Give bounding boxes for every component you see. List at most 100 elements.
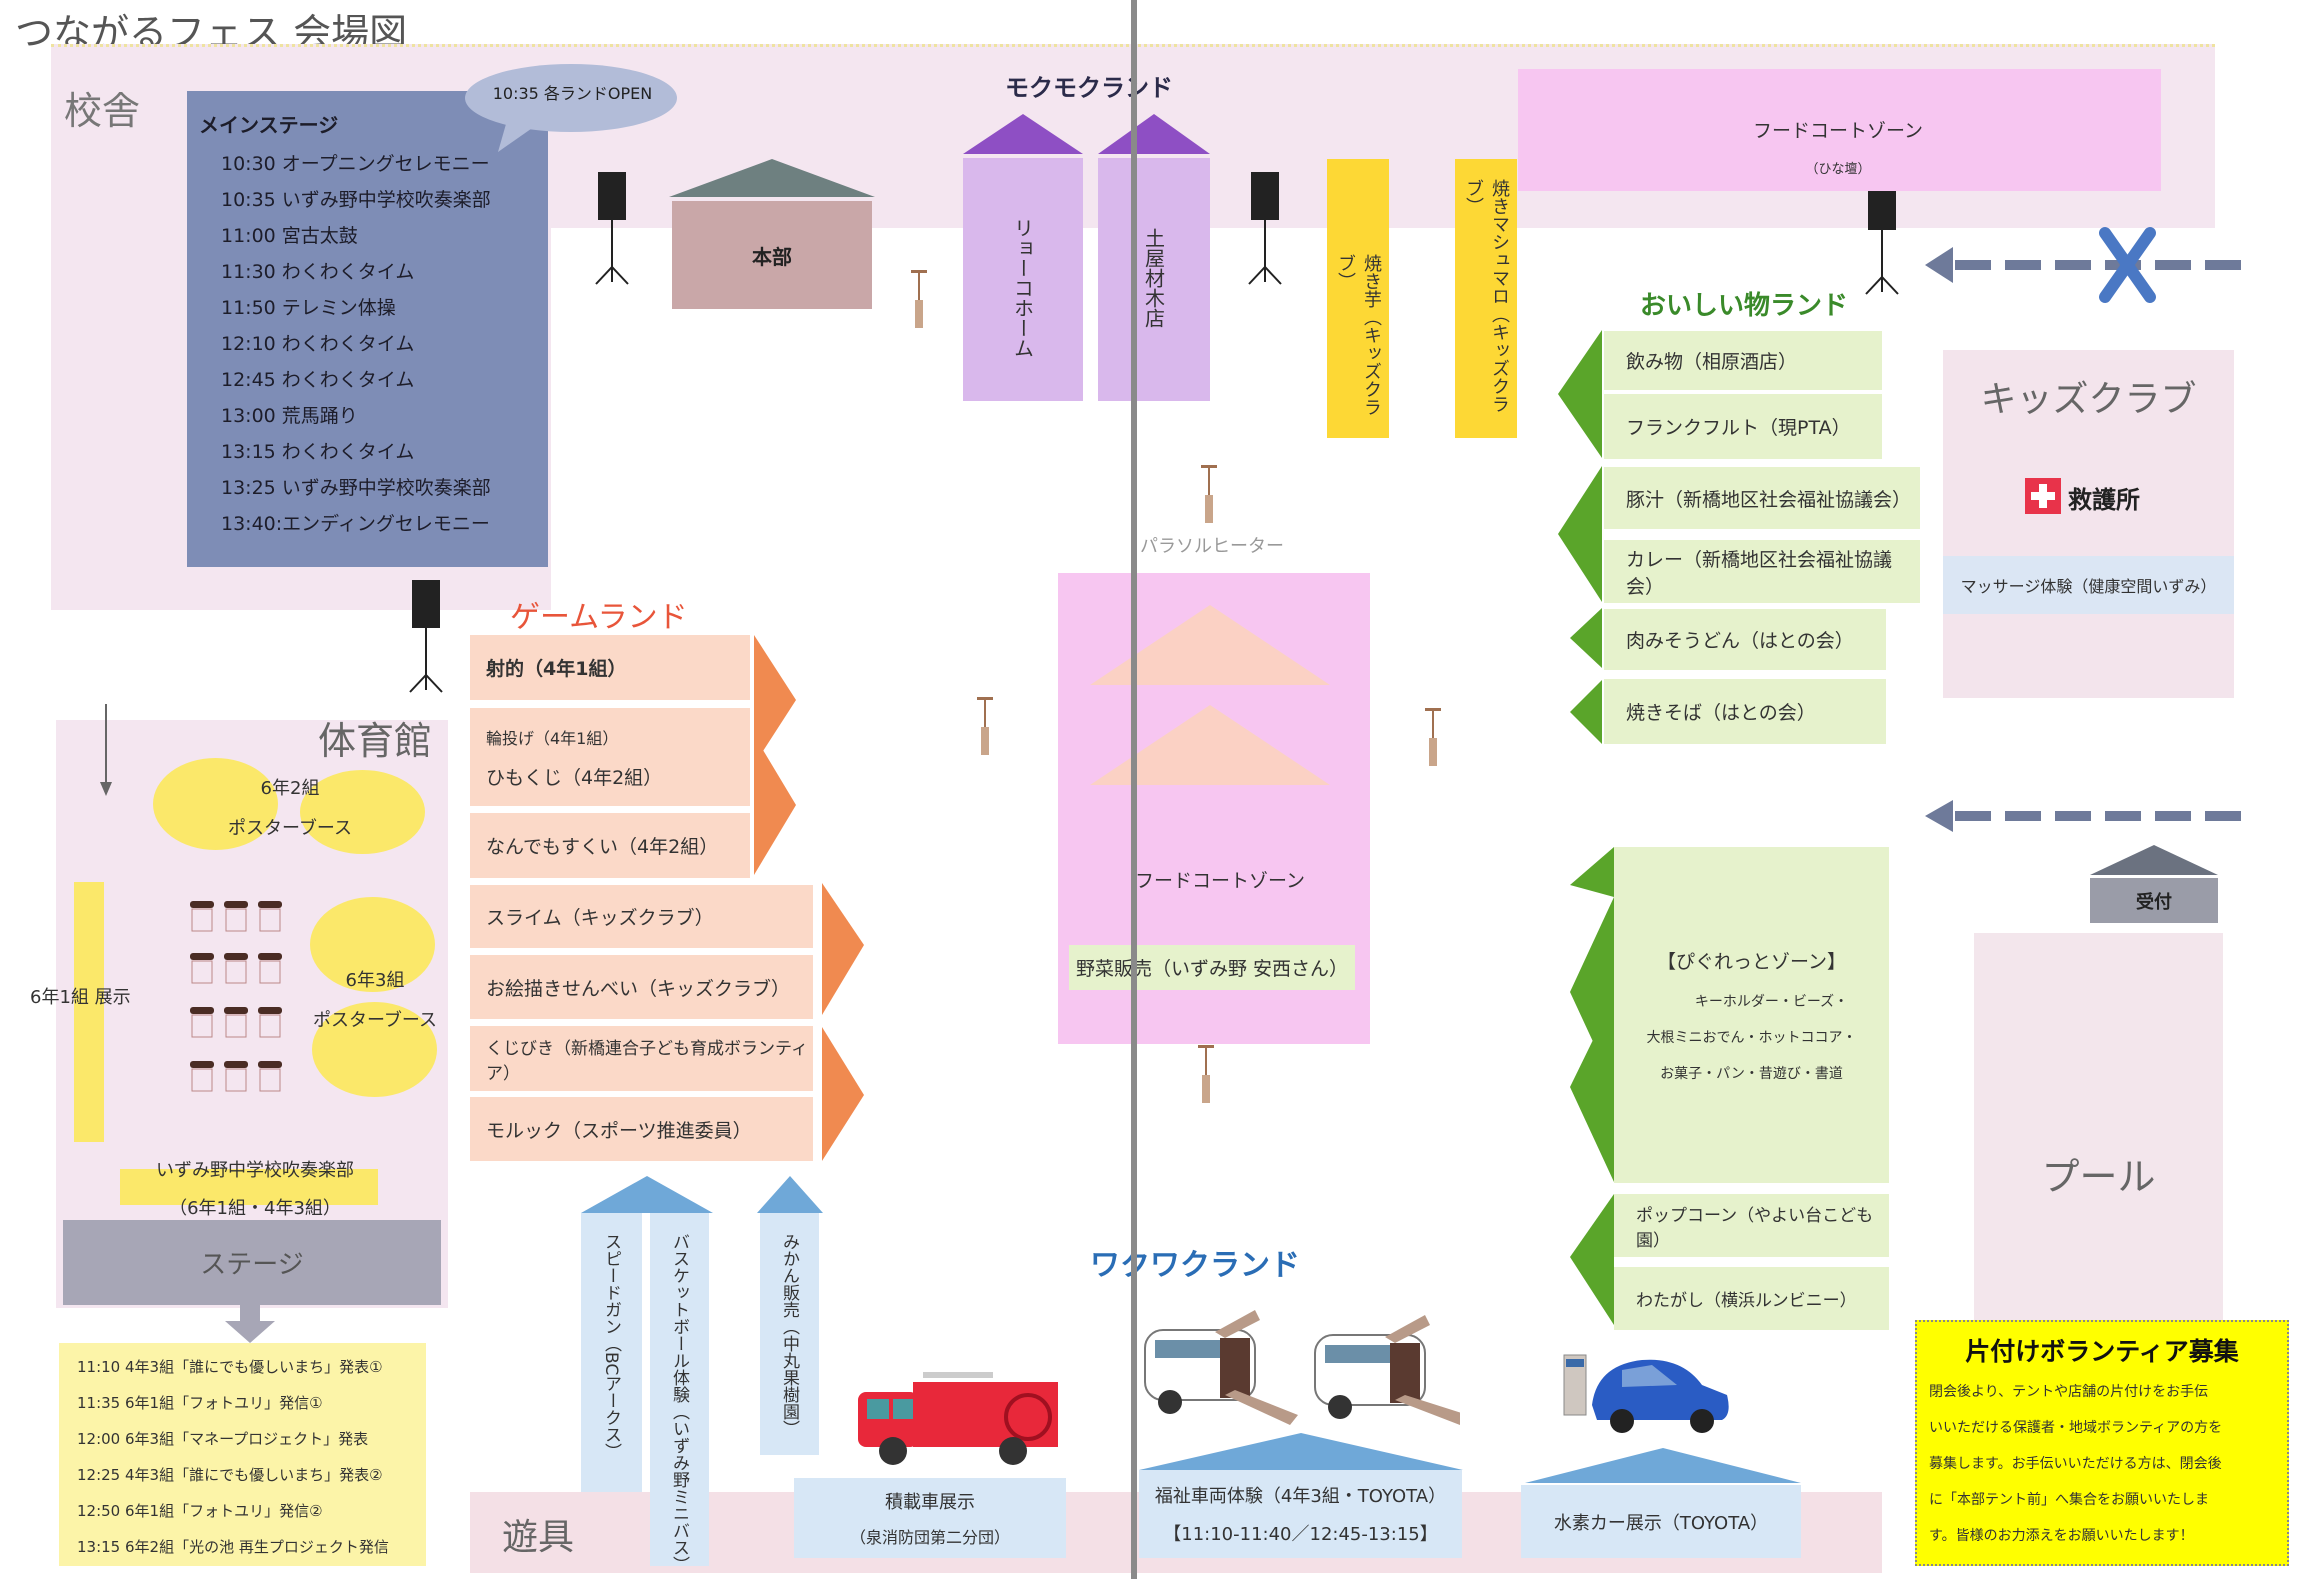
stall-ryoko-home: リョーコホーム (963, 158, 1083, 401)
game-stall: 輪投げ（4年1組） ひもくじ（4年2組） (470, 708, 750, 806)
poster-booth-ellipse (153, 758, 278, 850)
game-stall: なんでもすくい（4年2組） (470, 813, 750, 878)
game-stall-label: ひもくじ（4年2組） (486, 766, 663, 789)
stall-roof (581, 1176, 713, 1213)
game-stall-label: くじびき（新橋連合子ども育成ボランティア） (486, 1038, 808, 1084)
piguretto-zone: 【ぴぐれっとゾーン】 キーホルダー・ビーズ・ 大根ミニおでん・ホットココア・ お… (1614, 847, 1889, 1183)
piguretto-line: お菓子・パン・昔遊び・書道 (1660, 1066, 1843, 1082)
stage-item: 13:40:エンディングセレモニー (221, 513, 490, 535)
stage-item: 10:35 いずみ野中学校吹奏楽部 (221, 189, 491, 211)
stage-schedule-item: 12:25 4年3組「誰にでも優しいまち」発表② (77, 1466, 383, 1484)
stage-item: 11:50 テレミン体操 (221, 297, 396, 319)
food-stall: 豚汁（新橋地区社会福祉協議会） (1604, 467, 1920, 529)
game-land-title: ゲームランド (510, 600, 688, 635)
stage-schedule-item: 13:15 6年2組「光の池 再生プロジェクト発信 (77, 1538, 389, 1556)
game-stall: お絵描きせんべい（キッズクラブ） (470, 955, 813, 1019)
stall-basketball: バスケットボール体験（いずみ野ミニバス） (650, 1213, 709, 1573)
volunteer-line: いいただける保護者・地域ボランティアの方を (1929, 1420, 2223, 1436)
food-stall: わたがし（横浜ルンビニー） (1614, 1267, 1889, 1330)
speech-bubble-icon (465, 64, 677, 152)
kids-club-label: キッズクラブ (1980, 379, 2197, 420)
stage-item: 13:00 荒馬踊り (221, 405, 358, 427)
gym-stage: ステージ (63, 1220, 441, 1305)
food-stall: カレー（新橋地区社会福祉協議会） (1604, 540, 1920, 603)
stage-item: 13:25 いずみ野中学校吹奏楽部 (221, 477, 491, 499)
game-stall-label: なんでもすくい（4年2組） (486, 836, 719, 858)
poster-booth-label: ポスターブース (227, 818, 353, 839)
game-stall: くじびき（新橋連合子ども育成ボランティア） (470, 1026, 813, 1091)
reception-roof (2090, 845, 2218, 875)
stall-yakiimo: 焼き芋（キッズクラブ） (1327, 159, 1389, 438)
poster-booth-ellipse (312, 1002, 437, 1097)
food-court-top (1518, 69, 2161, 191)
first-aid-icon (2025, 478, 2061, 514)
parasol-heater-icon (1201, 465, 1217, 523)
stage-schedule-item: 11:35 6年1組「フォトユリ」発信① (77, 1394, 323, 1412)
oishii-title: おいしい物ランド (1640, 291, 1849, 321)
speaker-icon (1248, 172, 1282, 285)
volunteer-line: 閉会後より、テントや店舗の片付けをお手伝 (1929, 1384, 2209, 1400)
stall-tsuchiya: 土屋材木店 (1098, 158, 1210, 401)
exhibit-label: 6年1組 展示 (30, 987, 131, 1008)
game-stall-label: スライム（キッズクラブ） (486, 907, 714, 929)
band-name: いずみ野中学校吹奏楽部 (156, 1160, 354, 1181)
game-stall: スライム（キッズクラブ） (470, 885, 813, 948)
fire-truck-label: 積載車展示 (885, 1492, 975, 1513)
volunteer-line: す。皆様のお力添えをお願いいたします！ (1929, 1528, 2194, 1544)
exhibit-band (74, 882, 104, 1142)
piguretto-title: 【ぴぐれっとゾーン】 (1656, 951, 1847, 973)
playground-label: 遊具 (502, 1517, 575, 1558)
parasol-heater-icon (1198, 1045, 1214, 1103)
food-stall: 飲み物（相原酒店） (1604, 331, 1882, 390)
speaker-icon (595, 172, 629, 285)
stage-item: 11:30 わくわくタイム (221, 261, 415, 283)
fire-truck-org: （泉消防団第二分団） (849, 1528, 1010, 1547)
food-stall: フランクフルト（現PTA） (1604, 394, 1882, 459)
vegetable-stall: 野菜販売（いずみ野 安西さん） (1069, 945, 1355, 990)
wakuwaku-title: ワクワクランド (1090, 1248, 1300, 1283)
stage-item: 11:00 宮古太鼓 (221, 225, 358, 247)
game-stall-label: 射的（4年1組） (486, 658, 627, 680)
poster-booth-6-2: 6年2組ポスターブース (190, 774, 390, 840)
arrow-down-icon (100, 704, 112, 796)
honbu-tent: 本部 (672, 201, 872, 309)
parasol-heater-icon (911, 270, 927, 328)
parasol-heater-icon (977, 697, 993, 755)
stage-schedule-item: 12:50 6年1組「フォトユリ」発信② (77, 1502, 323, 1520)
first-aid-label: 救護所 (2068, 486, 2140, 514)
stage-schedule: 11:10 4年3組「誰にでも優しいまち」発表① 11:35 6年1組「フォトユ… (59, 1343, 426, 1566)
stall-roof (963, 114, 1083, 154)
main-stage-box: メインステージ 10:30 オープニングセレモニー 10:35 いずみ野中学校吹… (187, 91, 548, 567)
chairs-icon (190, 901, 282, 1092)
reception-tent: 受付 (2090, 878, 2218, 923)
poster-booth-ellipse (300, 770, 425, 854)
arrow-down-icon (225, 1305, 275, 1343)
speaker-icon (1865, 182, 1899, 295)
stage-item: 12:45 わくわくタイム (221, 369, 415, 391)
mokumoku-title: モクモクランド (1005, 74, 1173, 102)
band-label: いずみ野中学校吹奏楽部（6年1組・4年3組） (90, 1156, 420, 1220)
poster-class: 6年3組 (345, 970, 405, 991)
stage-item: 12:10 わくわくタイム (221, 333, 415, 355)
welfare-vehicle-label: 福祉車両体験（4年3組・TOYOTA） (1154, 1486, 1447, 1507)
kids-club-area (1943, 350, 2234, 698)
game-stall-label: 輪投げ（4年1組） (486, 728, 619, 748)
tent-roof (1139, 1433, 1463, 1470)
orange-direction-arrows-icon (754, 635, 864, 1161)
gym-label: 体育館 (318, 719, 433, 763)
poster-booth-6-3: 6年3組ポスターブース (290, 966, 460, 1032)
fire-truck-display: 積載車展示 （泉消防団第二分団） (794, 1478, 1066, 1558)
tent-roof (1090, 605, 1330, 685)
piguretto-line: 大根ミニおでん・ホットココア・ (1646, 1030, 1857, 1046)
page-fold-divider (1131, 0, 1137, 1579)
green-direction-arrows-icon (1558, 330, 1602, 744)
speaker-icon (409, 580, 443, 693)
poster-booth-ellipse (310, 897, 435, 992)
volunteer-title: 片付けボランティア募集 (1965, 1337, 2239, 1366)
welfare-vehicle-times: 【11:10-11:40／12:45-13:15】 (1163, 1524, 1438, 1545)
game-stall: 射的（4年1組） (470, 635, 750, 700)
entrance-path-arrow-icon (1925, 800, 2241, 832)
stage-item: 10:30 オープニングセレモニー (221, 153, 490, 175)
stage-schedule-item: 12:00 6年3組「マネープロジェクト」発表 (77, 1430, 369, 1448)
volunteer-notice: 片付けボランティア募集 閉会後より、テントや店舗の片付けをお手伝 いいただける保… (1915, 1320, 2289, 1566)
